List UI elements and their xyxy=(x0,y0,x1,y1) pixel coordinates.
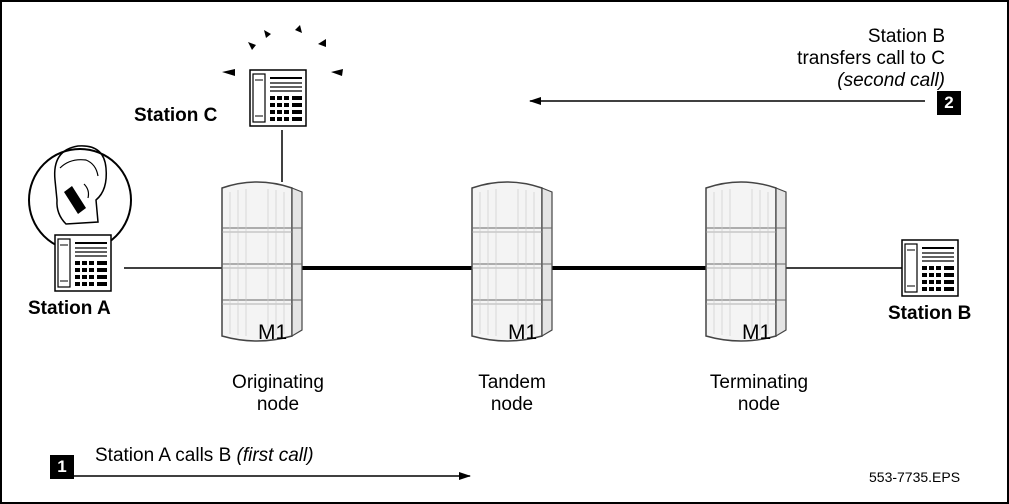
station-a-phone-icon xyxy=(54,234,112,292)
originating-node-cabinet xyxy=(221,181,303,342)
station-b-phone-icon xyxy=(901,239,959,297)
tandem-node-label-line2: node xyxy=(490,393,534,415)
terminating-node-label: Terminating node xyxy=(684,372,834,416)
station-c-phone-icon xyxy=(249,69,307,127)
step1-number-badge: 1 xyxy=(50,455,74,479)
terminating-node-label-line1: Terminating xyxy=(709,372,809,393)
step2-qualifier: (second call) xyxy=(837,69,945,91)
step2-number-badge: 2 xyxy=(937,91,961,115)
tandem-node-system-label: M1 xyxy=(508,321,538,344)
figure-id-label: 553-7735.EPS xyxy=(869,469,961,485)
tandem-node-label-line1: Tandem xyxy=(478,372,546,393)
originating-node-label-line2: node xyxy=(256,393,300,415)
step2-line1: Station B xyxy=(867,26,945,47)
terminating-node-label-line2: node xyxy=(737,393,781,415)
terminating-node-system-label: M1 xyxy=(742,321,772,344)
user-on-phone-icon xyxy=(28,145,132,252)
step2-label: Station B transfers call to C (second ca… xyxy=(797,26,945,92)
step2-line2: transfers call to C xyxy=(797,47,945,69)
originating-node-system-label: M1 xyxy=(258,321,288,344)
tandem-node-label: Tandem node xyxy=(437,372,587,416)
tandem-node-cabinet xyxy=(471,181,553,342)
step1-qualifier: (first call) xyxy=(236,445,314,466)
step1-text: Station A calls B xyxy=(95,445,232,466)
station-a-label: Station A xyxy=(28,298,111,319)
station-c-label: Station C xyxy=(134,105,218,126)
step1-label: Station A calls B (first call) xyxy=(95,445,314,467)
terminating-node-cabinet xyxy=(705,181,787,342)
ringing-indicator-icon xyxy=(222,25,343,76)
originating-node-label: Originating node xyxy=(203,372,353,416)
originating-node-label-line1: Originating xyxy=(232,372,324,393)
station-b-label: Station B xyxy=(888,303,972,324)
